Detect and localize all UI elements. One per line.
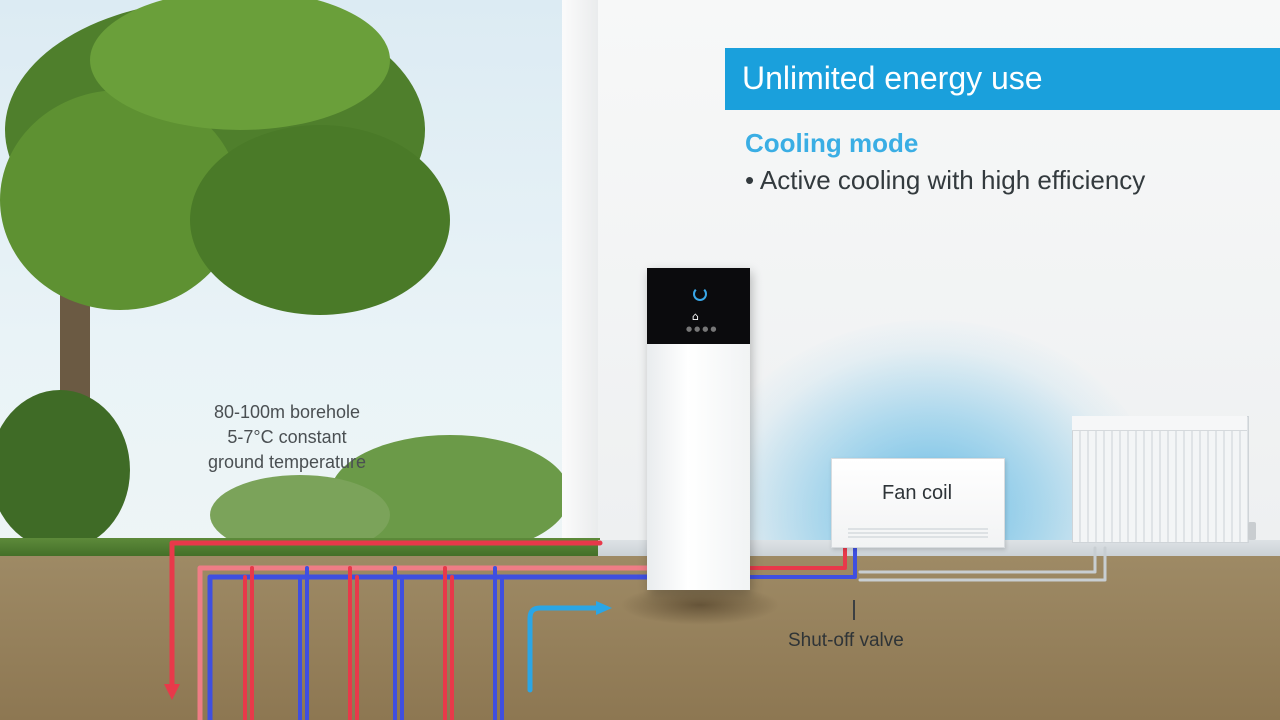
radiator-valve-icon [1248,522,1256,540]
borehole-caption: 80-100m borehole 5-7°C constant ground t… [180,400,394,475]
house-wall-edge [562,0,600,545]
borehole-loop-1 [243,566,254,720]
power-ring-icon [693,287,707,301]
shutoff-valve-label: Shut-off valve [788,630,904,651]
mode-title: Cooling mode [745,128,919,158]
cooling-circuit-blue [748,546,857,579]
control-dots-icon: ●●●● [686,325,719,333]
radiator-pipe-grey [858,546,1107,582]
collector-pipe-red [197,565,653,720]
borehole-loop-5 [443,566,454,720]
heat-pump-display [647,268,750,344]
home-icon: ⌂ [692,310,699,323]
cooling-circuit-red [748,546,847,570]
radiator [1072,416,1249,543]
ground-flow-arrow-head [596,601,612,615]
interior-floor [598,540,1280,558]
heat-pump-shadow [620,585,780,625]
mode-bullet: • Active cooling with high efficiency [745,165,1146,195]
banner-title: Unlimited energy use [742,60,1043,96]
borehole-ground-text: ground temperature [207,452,367,472]
ground-flow-arrow [527,605,599,693]
borehole-depth-text: 80-100m borehole [213,402,361,422]
borehole-loop-2 [298,566,309,720]
title-banner [725,48,1280,110]
shutoff-valve-pointer [853,600,855,620]
borehole-temp-text: 5-7°C constant [227,427,347,447]
borehole-loop-3 [348,566,359,720]
tree-illustration [0,0,570,555]
ground-soil [0,556,1280,720]
supply-pipe-red [169,540,603,693]
fan-coil-label: Fan coil [881,482,953,504]
fan-coil-grille [848,528,988,538]
radiator-top-cover [1072,416,1247,431]
borehole-loop-6 [493,566,504,720]
borehole-loop-4 [393,566,404,720]
collector-pipe-blue [207,574,653,720]
ground-flow-arrow-down [164,684,180,700]
